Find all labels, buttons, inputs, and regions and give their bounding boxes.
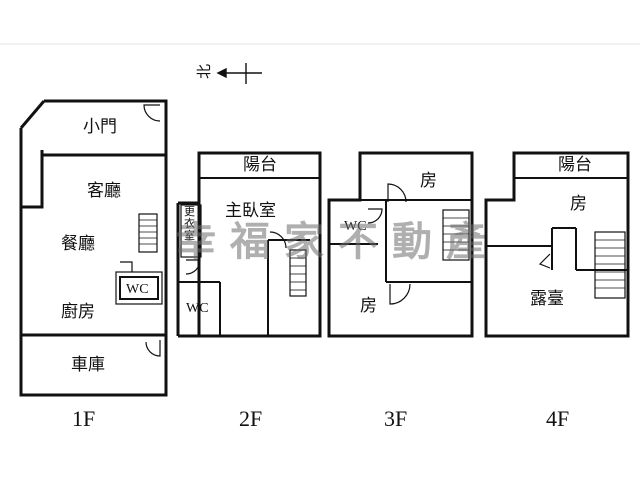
room-wc-1f: WC (126, 282, 149, 297)
room-balcony-2f: 陽台 (243, 155, 277, 175)
room-small-door: 小門 (83, 117, 117, 137)
room-balcony-4f: 陽台 (558, 155, 592, 175)
watermark: 幸福家不動產 (176, 219, 500, 265)
room-dressing: 更衣室 (184, 205, 195, 242)
room-top-3f: 房 (420, 171, 437, 191)
room-garage: 車庫 (71, 355, 105, 375)
room-4f: 房 (570, 194, 587, 214)
plan-2f (176, 151, 322, 338)
plan-1f (19, 99, 168, 397)
north-arrow-icon (216, 63, 262, 84)
plan-3f (327, 151, 474, 338)
room-living: 客廳 (87, 181, 121, 201)
room-terrace: 露臺 (530, 289, 564, 309)
room-master-bedroom: 主臥室 (225, 201, 276, 221)
room-wc-2f: WC (186, 301, 209, 316)
floor-label-1f: 1F (72, 406, 96, 431)
floor-label-3f: 3F (384, 406, 408, 431)
room-wc-3f: WC (344, 219, 367, 234)
floor-label-4f: 4F (546, 406, 570, 431)
floor-label-2f: 2F (239, 406, 263, 431)
north-label: 北 (195, 63, 214, 80)
plan-4f (484, 151, 630, 338)
room-kitchen: 廚房 (61, 302, 95, 322)
room-bottom-3f: 房 (360, 296, 377, 316)
room-dining: 餐廳 (61, 234, 95, 254)
